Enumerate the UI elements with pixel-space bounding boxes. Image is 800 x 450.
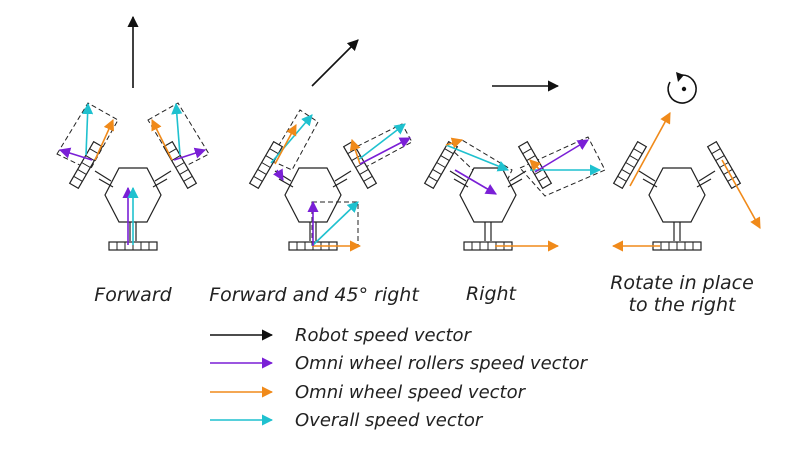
left-omni-wheel xyxy=(612,140,648,190)
left-omni-wheel xyxy=(68,140,104,190)
right-axle xyxy=(696,178,712,188)
wheel-vector-arrow xyxy=(445,137,464,149)
caption-rotate-line2: to the right xyxy=(629,294,738,316)
right-axle xyxy=(698,170,716,182)
omni-roller-line xyxy=(363,175,373,182)
caption-right: Right xyxy=(466,283,518,305)
omni-roller-line xyxy=(351,155,361,162)
omni-roller-line xyxy=(359,168,369,175)
left-axle xyxy=(98,178,114,188)
right-omni-wheel xyxy=(342,140,378,190)
legend-label-overall: Overall speed vector xyxy=(295,410,484,431)
omni-roller-line xyxy=(89,148,99,155)
omni-roller-line xyxy=(538,175,548,182)
robot-speed-arrow xyxy=(311,39,359,87)
omni-roller-line xyxy=(633,148,643,155)
omni-roller-line xyxy=(175,162,185,168)
bottom-omni-wheel xyxy=(652,241,702,251)
right-axle xyxy=(154,170,172,182)
overall-vector-arrow xyxy=(357,123,406,161)
left-axle xyxy=(453,178,469,188)
panel-forward xyxy=(56,15,210,251)
legend-label-wheel: Omni wheel speed vector xyxy=(295,382,527,403)
omni-roller-line xyxy=(428,175,438,182)
robot-hex-body xyxy=(459,167,517,223)
omni-roller-line xyxy=(85,155,95,162)
left-axle xyxy=(638,170,656,182)
omni-roller-line xyxy=(257,168,267,175)
robot-hex-body xyxy=(284,167,342,223)
rotate-clockwise-icon xyxy=(667,72,697,104)
wheel-vector-arrow xyxy=(274,124,297,165)
omni-roller-line xyxy=(711,148,721,155)
overall-vector-arrow xyxy=(82,102,94,156)
left-axle xyxy=(642,178,658,188)
wheel-vector-arrow xyxy=(529,159,542,172)
omni-roller-line xyxy=(436,162,446,168)
overall-vector-arrow xyxy=(445,144,510,172)
vector-decomposition-box xyxy=(56,102,119,171)
wheel-vector-arrow xyxy=(629,112,671,187)
omni-roller-line xyxy=(179,168,189,175)
omni-roller-line xyxy=(269,148,279,155)
omni-roller-line xyxy=(261,162,271,168)
omni-roller-line xyxy=(440,155,450,162)
omni-roller-line xyxy=(444,148,454,155)
wheel-vector-arrow xyxy=(349,138,361,165)
omni-roller-line xyxy=(629,155,639,162)
panel-right xyxy=(423,80,606,252)
omni-roller-line xyxy=(432,168,442,175)
robot-hex-body xyxy=(648,167,706,223)
rotation-arrowhead xyxy=(676,72,684,82)
omni-roller-line xyxy=(171,155,181,162)
rollers-vector-arrow xyxy=(359,137,411,165)
rollers-vector-arrow xyxy=(58,147,93,161)
omni-roller-line xyxy=(183,175,193,182)
right-axle xyxy=(507,178,523,188)
right-axle xyxy=(152,178,168,188)
caption-forward-45-right: Forward and 45° right xyxy=(209,284,420,306)
omni-roller-line xyxy=(253,175,263,182)
caption-forward: Forward xyxy=(94,284,172,306)
rotation-arc xyxy=(667,74,697,104)
omni-roller-line xyxy=(77,168,87,175)
right-axle xyxy=(334,170,352,182)
rollers-vector-arrow xyxy=(173,147,207,161)
wheel-vector-arrow xyxy=(721,159,761,229)
left-axle xyxy=(449,170,467,182)
overall-vector-arrow xyxy=(311,201,359,247)
legend-label-robot: Robot speed vector xyxy=(295,325,473,346)
omni-roller-line xyxy=(621,168,631,175)
legend: Robot speed vector Omni wheel rollers sp… xyxy=(210,325,589,431)
omni-roller-line xyxy=(81,162,91,168)
vector-decomposition-box xyxy=(519,136,606,197)
left-omni-wheel xyxy=(248,140,284,190)
overall-vector-arrow xyxy=(270,114,313,164)
legend-label-rollers: Omni wheel rollers speed vector xyxy=(295,353,589,374)
rollers-vector-arrow xyxy=(273,168,284,181)
right-axle xyxy=(332,178,348,188)
overall-vector-arrow xyxy=(171,102,183,156)
panel-forward-45-right xyxy=(248,39,413,252)
omni-roller-line xyxy=(73,175,83,182)
rollers-vector-arrow xyxy=(534,139,589,173)
panel-rotate-in-place xyxy=(611,72,761,252)
wheel-vector-arrow xyxy=(151,118,173,161)
omni-roller-line xyxy=(526,155,536,162)
rollers-vector-arrow xyxy=(454,169,497,195)
caption-rotate-line1: Rotate in place xyxy=(610,272,754,294)
omni-roller-line xyxy=(715,155,725,162)
wheel-vector-arrow xyxy=(94,118,114,161)
left-omni-wheel xyxy=(423,140,459,190)
right-axle xyxy=(509,170,527,182)
rotation-center-dot xyxy=(681,86,687,92)
omni-roller-line xyxy=(522,148,532,155)
left-axle xyxy=(94,170,112,182)
omni-roller-line xyxy=(617,175,627,182)
omni-roller-line xyxy=(625,162,635,168)
